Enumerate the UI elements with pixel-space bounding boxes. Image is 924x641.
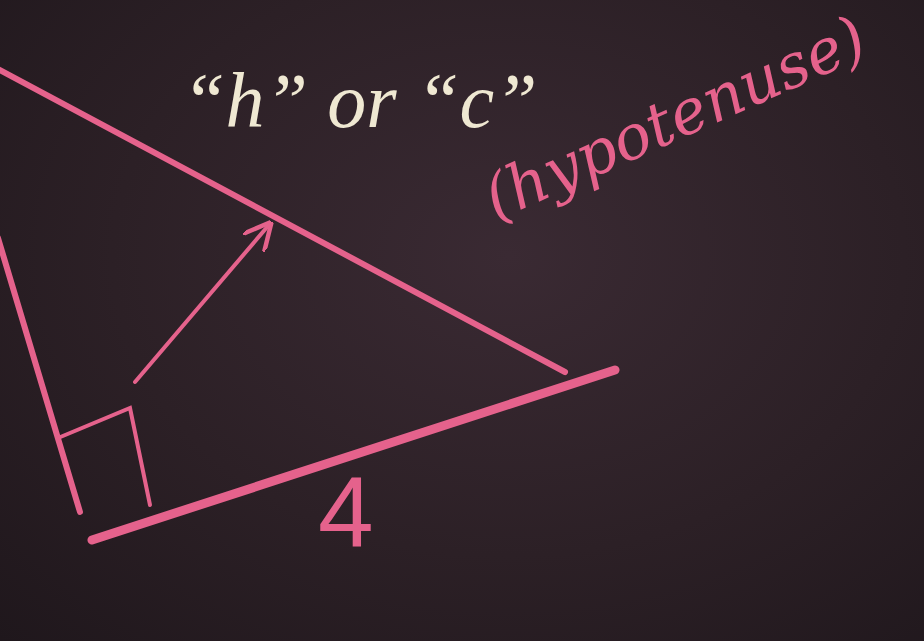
right-angle-mark (58, 408, 150, 505)
vertical-leg (0, 238, 80, 512)
pointer-arrow (135, 226, 268, 382)
hypotenuse-symbol: “h” or “c” (182, 62, 538, 140)
side-length: 4 (318, 462, 374, 562)
